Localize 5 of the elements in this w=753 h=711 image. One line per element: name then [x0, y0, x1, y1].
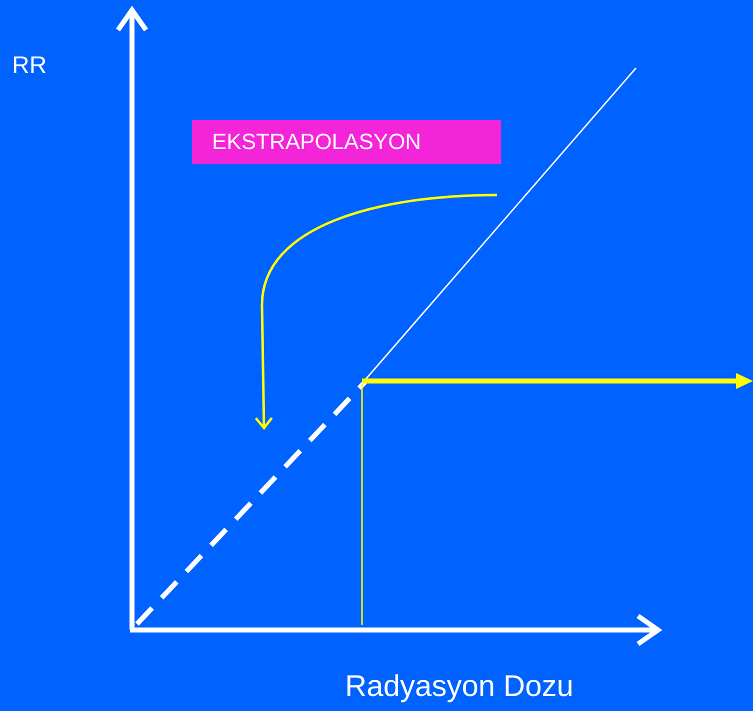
curved-arrow	[254, 194, 498, 430]
axis-title: Radyasyon Dozu	[345, 670, 574, 704]
extrapolated-dashed-line	[135, 380, 367, 626]
axis-label: RR	[12, 52, 47, 80]
label-box: EKSTRAPOLASYON	[192, 120, 501, 164]
